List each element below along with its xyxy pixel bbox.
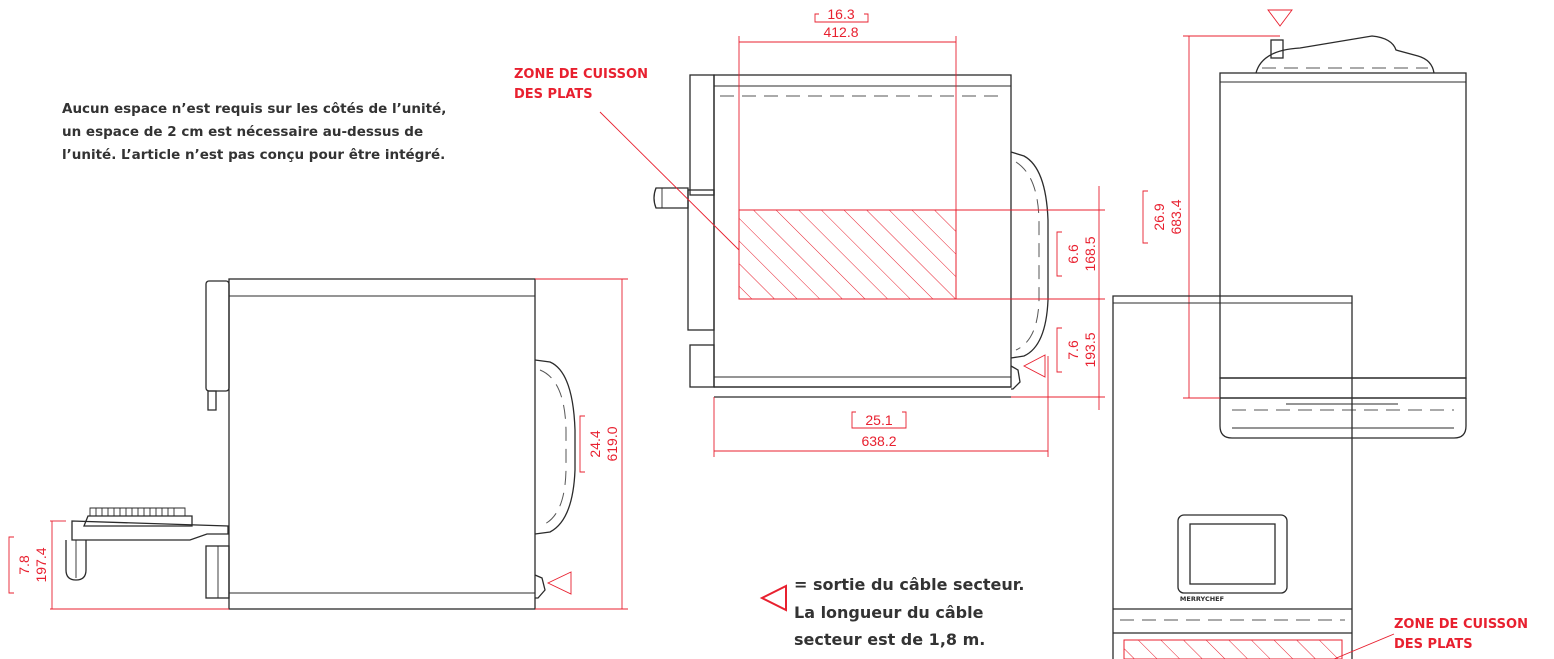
svg-text:26.9: 26.9 — [1151, 203, 1167, 230]
clearance-note-line-2: un espace de 2 cm est nécessaire au-dess… — [62, 124, 424, 140]
front-panel-view: MERRYCHEF — [1112, 295, 1395, 659]
cable-legend-line-2: La longueur du câble — [794, 602, 984, 622]
svg-text:6.6: 6.6 — [1065, 244, 1081, 264]
svg-text:25.1: 25.1 — [865, 412, 892, 428]
cable-legend: = sortie du câble secteur. La longueur d… — [794, 571, 1024, 654]
svg-text:683.4: 683.4 — [1168, 199, 1184, 234]
svg-text:193.5: 193.5 — [1082, 332, 1098, 367]
clearance-note: Aucun espace n’est requis sur les côtés … — [62, 98, 482, 167]
top-view: 16.3 412.8 6.6 168.5 7.6 193.5 25.1 638.… — [599, 6, 1105, 457]
svg-text:619.0: 619.0 — [604, 426, 620, 461]
svg-text:638.2: 638.2 — [861, 433, 896, 449]
svg-text:16.3: 16.3 — [827, 6, 854, 22]
side-view: 24.4 619.0 7.8 197.4 — [8, 278, 628, 610]
zone-label-top: ZONE DE CUISSON DES PLATS — [514, 67, 653, 102]
svg-text:7.8: 7.8 — [16, 555, 32, 575]
clearance-note-line-3: l’unité. L’article n’est pas conçu pour … — [62, 147, 446, 163]
svg-text:7.6: 7.6 — [1065, 340, 1081, 360]
svg-text:168.5: 168.5 — [1082, 236, 1098, 271]
svg-text:412.8: 412.8 — [823, 24, 858, 40]
zone-label-bottom: ZONE DE CUISSON DES PLATS — [1394, 617, 1533, 652]
svg-text:MERRYCHEF: MERRYCHEF — [1180, 595, 1224, 603]
front-view: 26.9 683.4 — [1142, 9, 1467, 439]
clearance-note-line-1: Aucun espace n’est requis sur les côtés … — [62, 101, 447, 117]
cable-exit-icon — [759, 584, 787, 612]
svg-text:24.4: 24.4 — [587, 430, 603, 457]
svg-text:197.4: 197.4 — [33, 547, 49, 582]
cable-legend-line-3: secteur est de 1,8 m. — [794, 630, 986, 649]
cable-legend-line-1: = sortie du câble secteur. — [794, 575, 1025, 594]
